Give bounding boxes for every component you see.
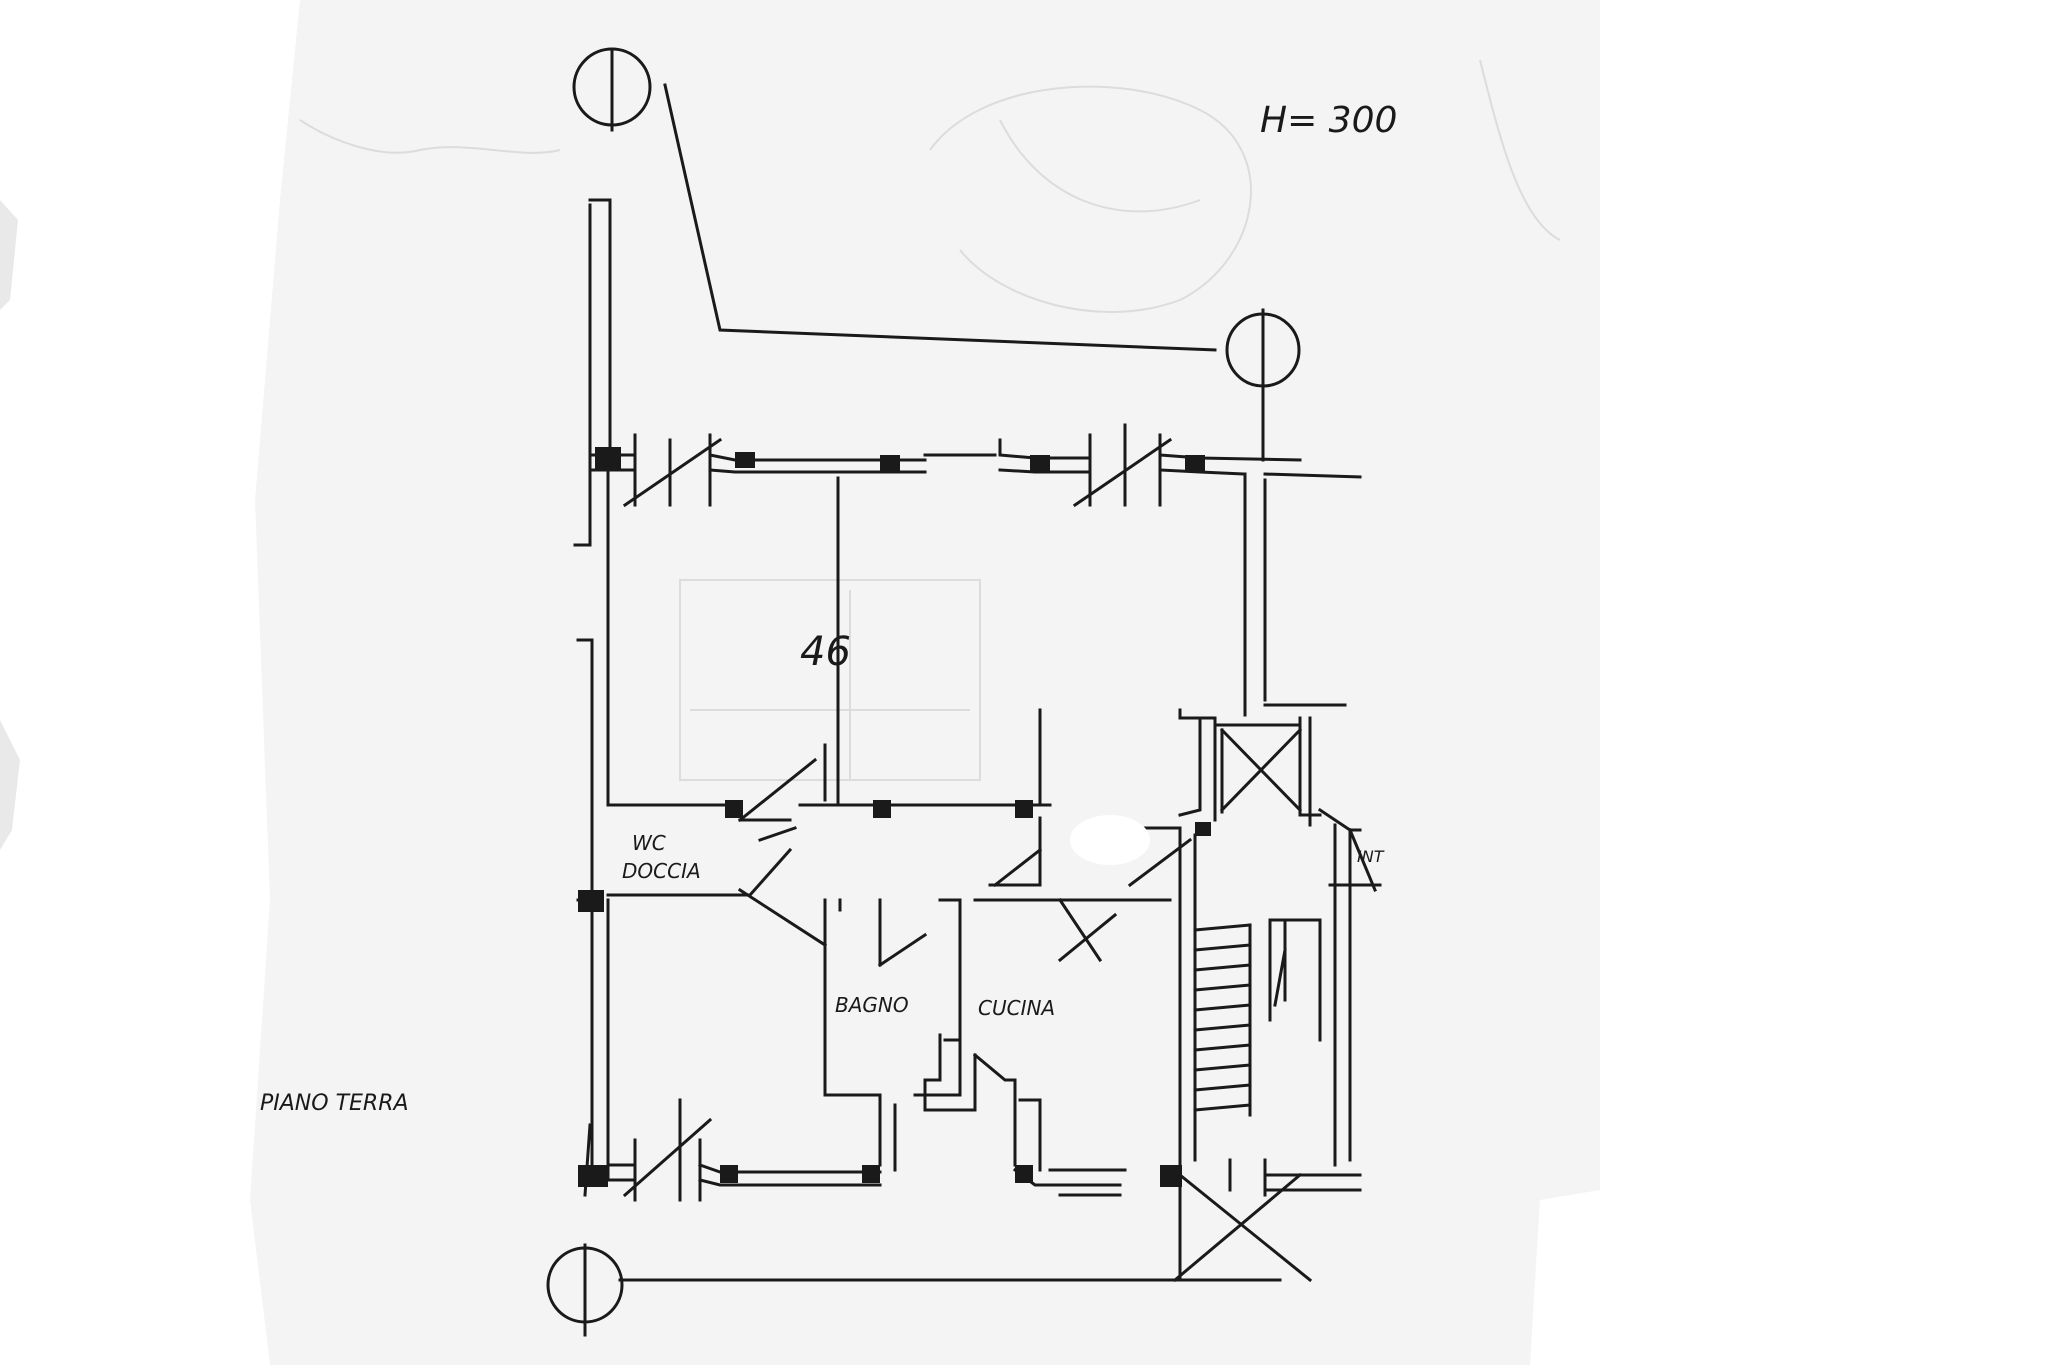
room-label-doccia: DOCCIA — [622, 859, 701, 883]
room-label-int: INT — [1357, 847, 1385, 866]
faint-number: 46 — [800, 629, 851, 675]
faint-bleed-through — [299, 59, 1561, 781]
grid-bubble-bottom-left — [546, 1246, 624, 1324]
grid-bubble-top-right — [1225, 312, 1301, 388]
faint-label: PIANO TERRA — [260, 1091, 409, 1116]
height-note: H= 300 — [1260, 100, 1397, 141]
room-label-bagno: BAGNO — [835, 993, 909, 1017]
room-label-cucina: CUCINA — [978, 996, 1055, 1020]
room-label-wc: WC — [632, 831, 666, 855]
paper-background — [0, 0, 1600, 1365]
scan-blank-patch — [1070, 815, 1150, 865]
grid-bubble-top-left — [572, 47, 652, 127]
pillars — [578, 447, 1211, 1187]
walls — [573, 48, 1382, 1337]
